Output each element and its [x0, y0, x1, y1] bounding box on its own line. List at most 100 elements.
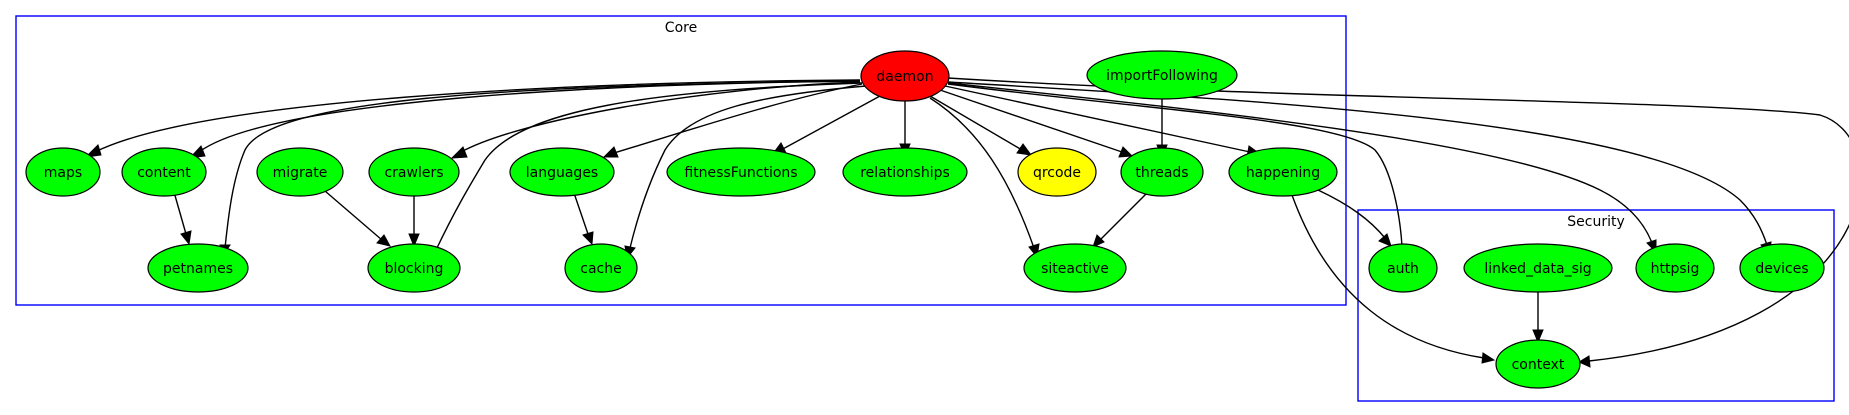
node-happening-label: happening: [1246, 165, 1320, 181]
node-maps-shape: [25, 147, 101, 197]
edge-languages-cache-arrow: [582, 231, 594, 246]
node-httpsig[interactable]: httpsig: [1635, 243, 1715, 293]
node-languages[interactable]: languages: [509, 147, 615, 197]
node-relationships[interactable]: relationships: [842, 147, 968, 197]
node-migrate-label: migrate: [273, 165, 328, 181]
node-languages-label: languages: [526, 165, 598, 181]
cluster-security-border: [1357, 209, 1835, 402]
node-qrcode-label: qrcode: [1033, 165, 1081, 181]
node-petnames-shape: [147, 243, 249, 293]
node-fitnessFunctions-shape: [666, 147, 816, 197]
node-cache-shape: [564, 243, 638, 293]
edge-threads-siteactive: [1099, 193, 1147, 241]
node-happening-shape: [1228, 147, 1338, 197]
edge-daemon-petnames: [224, 80, 861, 249]
edge-daemon-maps: [94, 79, 861, 153]
edge-migrate-blocking: [324, 190, 383, 241]
node-cache-label: cache: [580, 261, 621, 277]
node-auth-shape: [1368, 243, 1438, 293]
edge-content-petnames-arrow: [180, 230, 192, 246]
node-threads-label: threads: [1135, 165, 1188, 181]
cluster-core: Core: [15, 15, 1347, 306]
cluster-security: Security: [1357, 209, 1835, 402]
node-maps[interactable]: maps: [25, 147, 101, 197]
node-context[interactable]: context: [1495, 339, 1581, 389]
edge-daemon-siteactive: [929, 97, 1035, 249]
cluster-core-border: [15, 15, 1347, 306]
edge-daemon-happening: [944, 85, 1251, 153]
node-auth-label: auth: [1387, 261, 1419, 277]
node-siteactive-shape: [1023, 243, 1127, 293]
node-crawlers-label: crawlers: [384, 165, 443, 181]
node-qrcode-shape: [1017, 147, 1097, 197]
node-devices-shape: [1739, 243, 1825, 293]
node-context-label: context: [1512, 357, 1565, 373]
edge-crawlers-blocking-arrow: [408, 233, 420, 248]
edge-daemon-auth: [947, 83, 1403, 247]
node-crawlers[interactable]: crawlers: [368, 147, 460, 197]
node-daemon[interactable]: daemon: [860, 50, 950, 102]
node-daemon-shape: [860, 50, 950, 102]
nodes-layer: daemon importFollowing maps content migr…: [25, 50, 1825, 389]
edge-daemon-maps-arrow: [84, 144, 102, 158]
edge-daemon-fitnessFunctions: [780, 95, 881, 151]
node-crawlers-shape: [368, 147, 460, 197]
edge-daemon-blocking: [435, 82, 863, 251]
node-languages-shape: [509, 147, 615, 197]
node-httpsig-shape: [1635, 243, 1715, 293]
edge-daemon-httpsig: [947, 82, 1653, 244]
edge-daemon-languages-arrow: [602, 146, 619, 158]
node-linked_data_sig-label: linked_data_sig: [1484, 261, 1591, 277]
edge-daemon-threads-arrow: [1118, 146, 1134, 158]
node-daemon-label: daemon: [876, 69, 933, 85]
node-migrate-shape: [256, 147, 344, 197]
node-siteactive-label: siteactive: [1041, 261, 1109, 277]
edge-daemon-cache: [629, 85, 867, 249]
node-fitnessFunctions[interactable]: fitnessFunctions: [666, 147, 816, 197]
node-relationships-label: relationships: [860, 165, 950, 181]
node-importFollowing-shape: [1086, 50, 1238, 100]
node-httpsig-label: httpsig: [1651, 261, 1700, 277]
edge-daemon-qrcode: [929, 95, 1023, 151]
node-siteactive[interactable]: siteactive: [1023, 243, 1127, 293]
node-auth[interactable]: auth: [1368, 243, 1438, 293]
node-content-label: content: [137, 165, 191, 181]
node-context-shape: [1495, 339, 1581, 389]
edge-daemon-crawlers-arrow: [450, 146, 468, 159]
node-cache[interactable]: cache: [564, 243, 638, 293]
node-content-shape: [121, 147, 207, 197]
edge-content-petnames: [173, 191, 187, 235]
node-importFollowing-label: importFollowing: [1106, 68, 1218, 84]
edge-happening-context-arrow: [1481, 352, 1496, 364]
cluster-core-label: Core: [665, 20, 697, 36]
node-blocking-shape: [367, 243, 461, 293]
node-devices-label: devices: [1755, 261, 1808, 277]
node-blocking-label: blocking: [385, 261, 444, 277]
node-qrcode[interactable]: qrcode: [1017, 147, 1097, 197]
node-migrate[interactable]: migrate: [256, 147, 344, 197]
node-maps-label: maps: [44, 165, 82, 181]
node-fitnessFunctions-label: fitnessFunctions: [684, 165, 797, 181]
edge-daemon-context-arrow: [1577, 355, 1591, 368]
edge-threads-siteactive-arrow: [1092, 234, 1105, 248]
edge-migrate-blocking-arrow: [376, 234, 391, 247]
node-threads[interactable]: threads: [1120, 147, 1204, 197]
edge-daemon-languages: [613, 83, 863, 154]
cluster-security-label: Security: [1567, 214, 1625, 230]
node-linked_data_sig-shape: [1463, 243, 1613, 293]
edge-daemon-threads: [939, 89, 1123, 153]
edge-daemon-qrcode-arrow: [1016, 143, 1033, 156]
node-importFollowing[interactable]: importFollowing: [1086, 50, 1238, 100]
node-linked_data_sig[interactable]: linked_data_sig: [1463, 243, 1613, 293]
node-devices[interactable]: devices: [1739, 243, 1825, 293]
edge-happening-auth: [1317, 189, 1386, 239]
node-blocking[interactable]: blocking: [367, 243, 461, 293]
edge-languages-cache: [573, 192, 589, 235]
node-threads-shape: [1120, 147, 1204, 197]
node-happening[interactable]: happening: [1228, 147, 1338, 197]
node-content[interactable]: content: [121, 147, 207, 197]
edge-happening-auth-arrow: [1378, 233, 1392, 247]
edge-linked_data_sig-context-arrow: [1532, 329, 1544, 344]
node-petnames[interactable]: petnames: [147, 243, 249, 293]
